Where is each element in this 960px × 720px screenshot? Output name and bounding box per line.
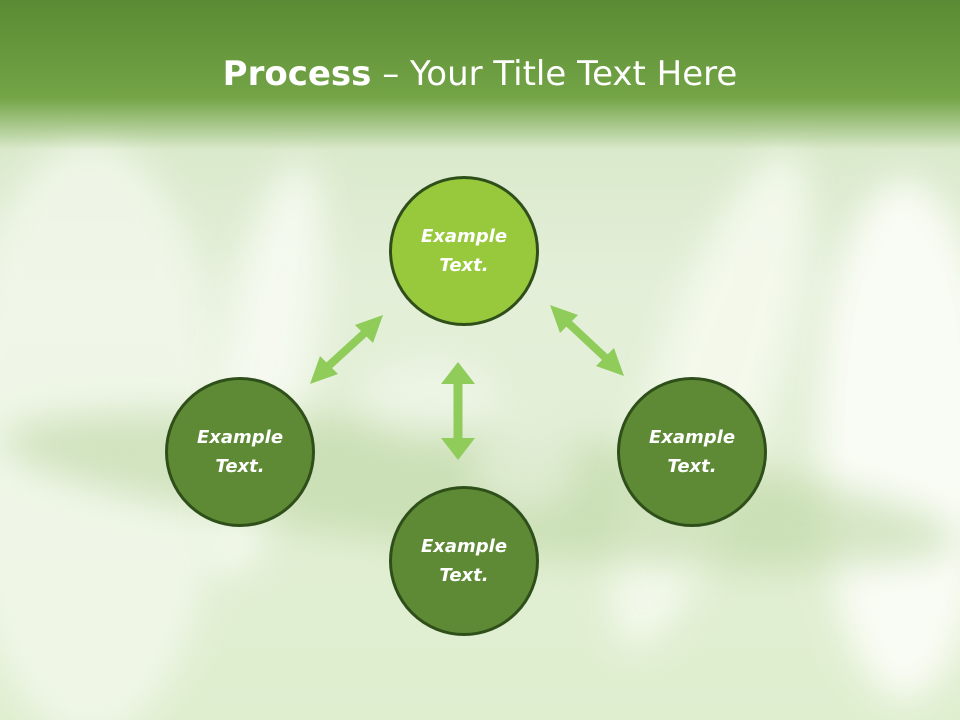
node-right-label: Example Text. bbox=[648, 427, 736, 477]
node-bottom-label: Example Text. bbox=[420, 536, 508, 586]
double-arrow-upper-left bbox=[310, 315, 383, 384]
title-text: Your Title Text Here bbox=[410, 54, 738, 94]
node-top-label: Example Text. bbox=[420, 226, 508, 276]
title-bar bbox=[0, 0, 960, 150]
double-arrow-vertical bbox=[441, 362, 475, 460]
title-separator: – bbox=[371, 54, 411, 94]
slide-title: Process – Your Title Text Here bbox=[0, 52, 960, 96]
node-left-label: Example Text. bbox=[196, 427, 284, 477]
title-bold: Process bbox=[222, 54, 372, 94]
process-node-top: Example Text. bbox=[389, 176, 539, 326]
process-node-right: Example Text. bbox=[617, 377, 767, 527]
process-node-left: Example Text. bbox=[165, 377, 315, 527]
double-arrow-upper-right bbox=[550, 305, 624, 376]
process-node-bottom: Example Text. bbox=[389, 486, 539, 636]
